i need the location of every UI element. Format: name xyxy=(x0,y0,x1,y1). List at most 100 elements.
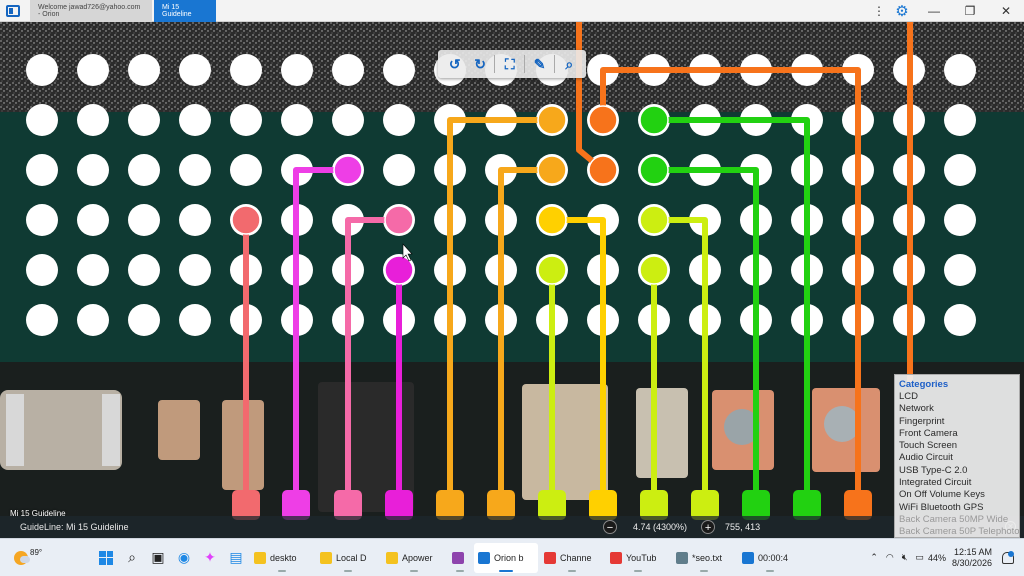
solder-pad xyxy=(230,154,262,186)
solder-pad xyxy=(230,104,262,136)
title-bar: Welcome jawad726@yahoo.com - Orion Mi 15… xyxy=(0,0,1024,22)
solder-pad xyxy=(944,54,976,86)
rotate-left-icon[interactable]: ↺ xyxy=(448,55,461,72)
trace-line xyxy=(552,217,606,502)
solder-pad xyxy=(77,54,109,86)
trace-pad-marker[interactable] xyxy=(639,255,669,285)
taskbar-app[interactable]: Local D xyxy=(316,543,380,573)
fit-screen-icon[interactable]: ⛶ xyxy=(504,55,515,72)
wifi-icon[interactable]: ◠ xyxy=(885,552,894,562)
taskbar-app[interactable]: Orion b xyxy=(474,542,538,573)
task-view-icon[interactable]: ▣ xyxy=(151,549,165,565)
toolbar-divider xyxy=(494,55,496,73)
solder-pad xyxy=(179,154,211,186)
category-item[interactable]: Fingerprint xyxy=(899,415,945,427)
capacitor-large xyxy=(0,390,122,470)
taskbar-app[interactable]: Channe xyxy=(540,543,604,573)
category-item[interactable]: On Off Volume Keys xyxy=(899,489,985,501)
maximize-button[interactable]: ❐ xyxy=(964,3,976,18)
trace-line xyxy=(600,67,861,502)
category-item[interactable]: Back Camera 50P Telephoto xyxy=(899,526,1020,538)
inductor-core xyxy=(724,409,760,445)
trace-end-pad xyxy=(436,490,464,520)
solder-pad xyxy=(77,104,109,136)
zoom-in-button[interactable]: + xyxy=(701,520,716,534)
tab-welcome[interactable]: Welcome jawad726@yahoo.com - Orion xyxy=(30,0,152,22)
close-button[interactable]: ✕ xyxy=(1000,3,1012,18)
minimize-button[interactable]: — xyxy=(928,3,940,18)
draw-line-icon[interactable]: ✎ xyxy=(533,55,546,72)
category-item[interactable]: Audio Circuit xyxy=(899,452,953,464)
category-item[interactable]: Network xyxy=(899,403,934,415)
copilot-icon[interactable]: ✦ xyxy=(204,549,216,565)
category-item[interactable]: Front Camera xyxy=(899,427,958,439)
battery-icon[interactable]: ▭ xyxy=(915,552,924,562)
trace-pad-marker[interactable] xyxy=(639,205,669,235)
trace-end-pad xyxy=(640,490,668,520)
taskbar-app[interactable] xyxy=(448,543,472,573)
category-item[interactable]: Integrated Circuit xyxy=(899,477,972,489)
tray-overflow-icon[interactable]: ⌃ xyxy=(870,552,878,562)
trace-pad-marker[interactable] xyxy=(231,205,261,235)
board-canvas[interactable] xyxy=(0,22,1024,538)
category-item[interactable]: Touch Screen xyxy=(899,440,958,452)
volume-muted-icon[interactable]: 🔇︎ xyxy=(901,552,908,562)
cap-terminal xyxy=(102,394,120,466)
kebab-menu-icon[interactable]: ⋮ xyxy=(873,3,885,18)
solder-pad xyxy=(332,54,364,86)
board-viewer[interactable]: ↺ ↻ ⛶ ✎ ⌕ xyxy=(0,22,1024,538)
solder-pad xyxy=(26,304,58,336)
taskbar-app[interactable]: 00:00:4 xyxy=(738,543,802,573)
status-bar: GuideLine: Mi 15 Guideline xyxy=(0,516,1024,538)
trace-pad-marker[interactable] xyxy=(639,155,669,185)
zoom-out-button[interactable]: − xyxy=(603,520,617,534)
category-item[interactable]: WiFi Bluetooth GPS xyxy=(899,501,984,513)
notification-bell-icon[interactable] xyxy=(1000,550,1014,565)
solder-pad xyxy=(944,154,976,186)
toolbar-divider xyxy=(524,55,526,73)
taskbar-search-icon[interactable]: ⌕ xyxy=(128,549,136,565)
weather-widget[interactable]: 89° xyxy=(0,539,70,576)
taskbar-app[interactable]: deskto xyxy=(250,543,314,573)
trace-pad-marker[interactable] xyxy=(537,105,567,135)
taskbar-app[interactable]: YouTub xyxy=(606,543,670,573)
trace-pad-marker[interactable] xyxy=(384,255,414,285)
category-item[interactable]: USB Type-C 2.0 xyxy=(899,464,968,476)
taskbar-app[interactable]: *seo.txt xyxy=(672,543,736,573)
trace-pad-marker[interactable] xyxy=(537,255,567,285)
trace-pad-marker[interactable] xyxy=(537,155,567,185)
taskbar-app[interactable]: Apower xyxy=(382,543,446,573)
trace-pad-marker[interactable] xyxy=(384,205,414,235)
trace-end-pad xyxy=(282,490,310,520)
category-item[interactable]: Back Camera 50MP Wide xyxy=(899,513,1009,525)
store-icon[interactable]: ▤ xyxy=(229,549,243,565)
trace-pad-marker[interactable] xyxy=(588,155,618,185)
start-button[interactable] xyxy=(94,546,118,570)
solder-pad xyxy=(26,154,58,186)
trace-pad-marker[interactable] xyxy=(588,105,618,135)
solder-pad xyxy=(383,154,415,186)
edge-icon[interactable]: ◉ xyxy=(177,549,191,565)
system-tray: ⌃ ◠ 🔇︎ ▭ 44% 12:15 AM 8/30/2026 xyxy=(866,539,1024,576)
clock[interactable]: 12:15 AM 8/30/2026 xyxy=(952,547,992,569)
search-icon[interactable]: ⌕ xyxy=(565,55,574,72)
category-item[interactable]: LCD xyxy=(899,391,919,402)
solder-pad xyxy=(128,304,160,336)
solder-pad xyxy=(77,304,109,336)
rotate-right-icon[interactable]: ↻ xyxy=(474,55,486,72)
battery-percent: 44% xyxy=(927,552,946,563)
app-label: deskto xyxy=(270,552,297,563)
trace-pad-marker[interactable] xyxy=(639,105,669,135)
tab-mi15-guideline[interactable]: Mi 15 Guideline xyxy=(154,0,216,22)
app-label: *seo.txt xyxy=(692,552,723,563)
orion-app-icon[interactable] xyxy=(0,0,26,22)
trace-end-pad xyxy=(334,490,362,520)
settings-gear-icon[interactable]: ⚙ xyxy=(895,2,909,20)
trace-pad-marker[interactable] xyxy=(333,155,363,185)
solder-pad xyxy=(128,154,160,186)
trace-line xyxy=(654,167,759,502)
trace-pad-marker[interactable] xyxy=(537,205,567,235)
app-icon xyxy=(676,551,688,564)
guideline-traces xyxy=(231,22,913,520)
